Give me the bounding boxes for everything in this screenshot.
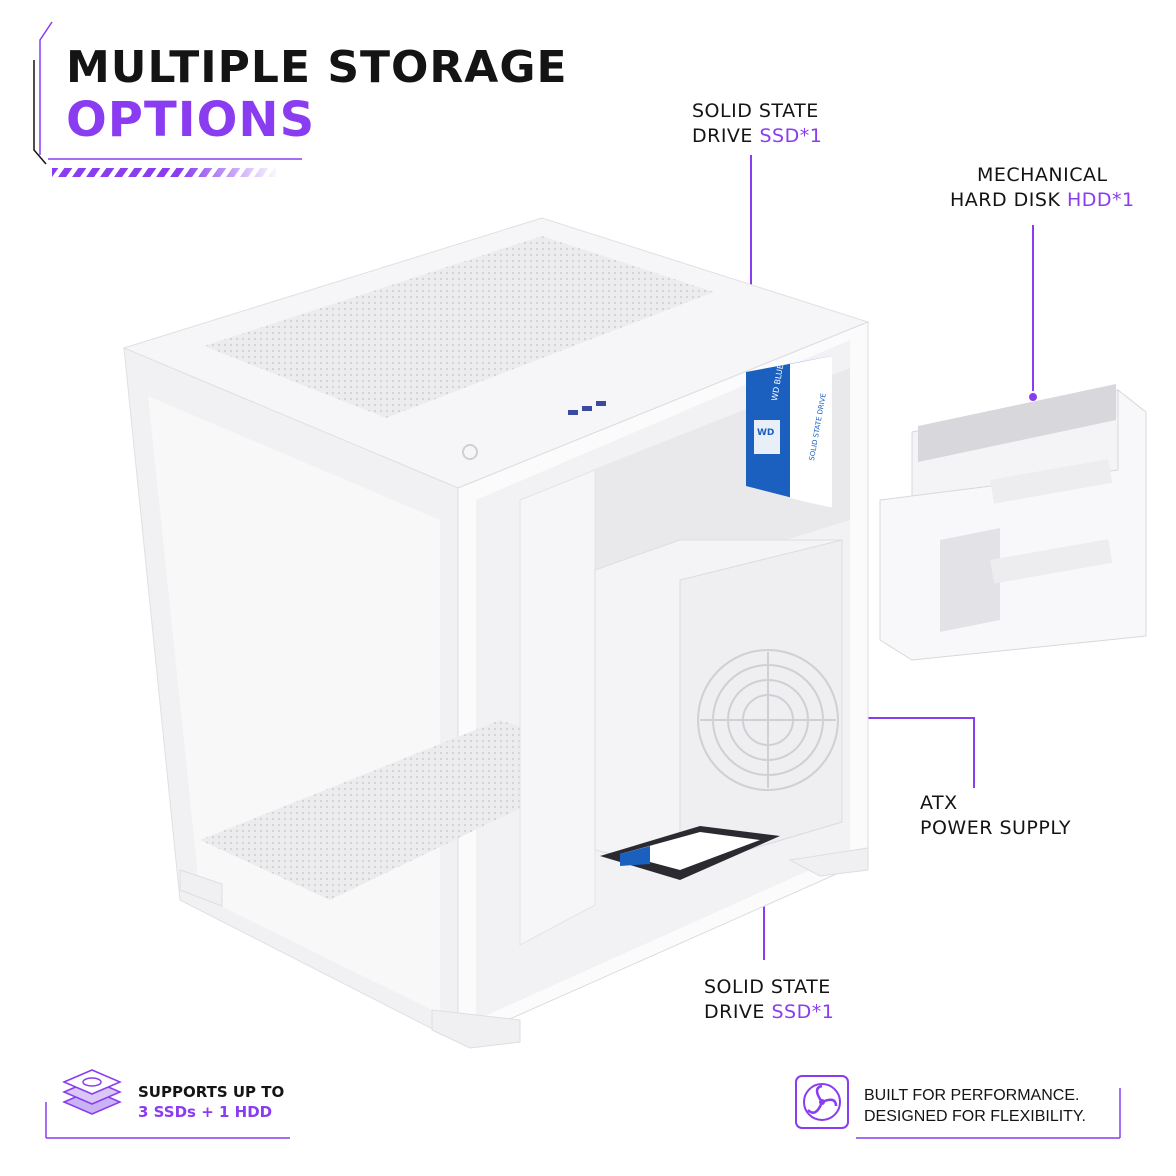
callout-ssd-bottom-accent: SSD*1 bbox=[771, 1001, 835, 1023]
fan-badge-icon bbox=[795, 1075, 849, 1129]
footer-left-line1: SUPPORTS UP TO bbox=[138, 1083, 285, 1101]
footer-right-text: BUILT FOR PERFORMANCE. DESIGNED FOR FLEX… bbox=[864, 1085, 1086, 1127]
footer-right-frame bbox=[856, 1088, 1121, 1139]
page-title: MULTIPLE STORAGE bbox=[66, 42, 568, 93]
footer-right-line2: DESIGNED FOR FLEXIBILITY. bbox=[864, 1108, 1086, 1125]
callout-hdd-accent: HDD*1 bbox=[1066, 189, 1135, 211]
page-title-accent: OPTIONS bbox=[66, 92, 316, 148]
callout-psu: ATX POWER SUPPLY bbox=[920, 791, 1071, 841]
callout-ssd-top-prefix: DRIVE bbox=[692, 125, 760, 147]
callout-hdd-prefix: HARD DISK bbox=[950, 189, 1067, 211]
psu-fan-icon bbox=[697, 649, 839, 791]
callout-ssd-top: SOLID STATE DRIVE SSD*1 bbox=[692, 99, 822, 149]
callout-ssd-top-accent: SSD*1 bbox=[759, 125, 823, 147]
ssd-brand-logo: WD bbox=[757, 428, 775, 438]
callout-psu-line2: POWER SUPPLY bbox=[920, 817, 1071, 839]
title-frame bbox=[33, 21, 302, 179]
callout-ssd-bottom-prefix: DRIVE bbox=[704, 1001, 772, 1023]
footer-left-frame bbox=[45, 1102, 290, 1139]
callout-psu-line1: ATX bbox=[920, 792, 958, 814]
hdd-bracket bbox=[879, 384, 1147, 661]
callout-hdd-line1: MECHANICAL bbox=[976, 164, 1108, 186]
callout-ssd-top-line1: SOLID STATE bbox=[692, 100, 819, 122]
footer-right-line1: BUILT FOR PERFORMANCE. bbox=[864, 1087, 1080, 1104]
footer-left-line2: 3 SSDs + 1 HDD bbox=[138, 1103, 273, 1121]
footer-left-text: SUPPORTS UP TO 3 SSDs + 1 HDD bbox=[138, 1082, 284, 1122]
callout-ssd-bottom-line1: SOLID STATE bbox=[704, 976, 831, 998]
storage-stack-icon bbox=[62, 1069, 122, 1115]
callout-hdd: MECHANICAL HARD DISK HDD*1 bbox=[950, 163, 1135, 213]
pc-case bbox=[122, 217, 870, 1049]
callout-ssd-bottom: SOLID STATE DRIVE SSD*1 bbox=[704, 975, 834, 1025]
